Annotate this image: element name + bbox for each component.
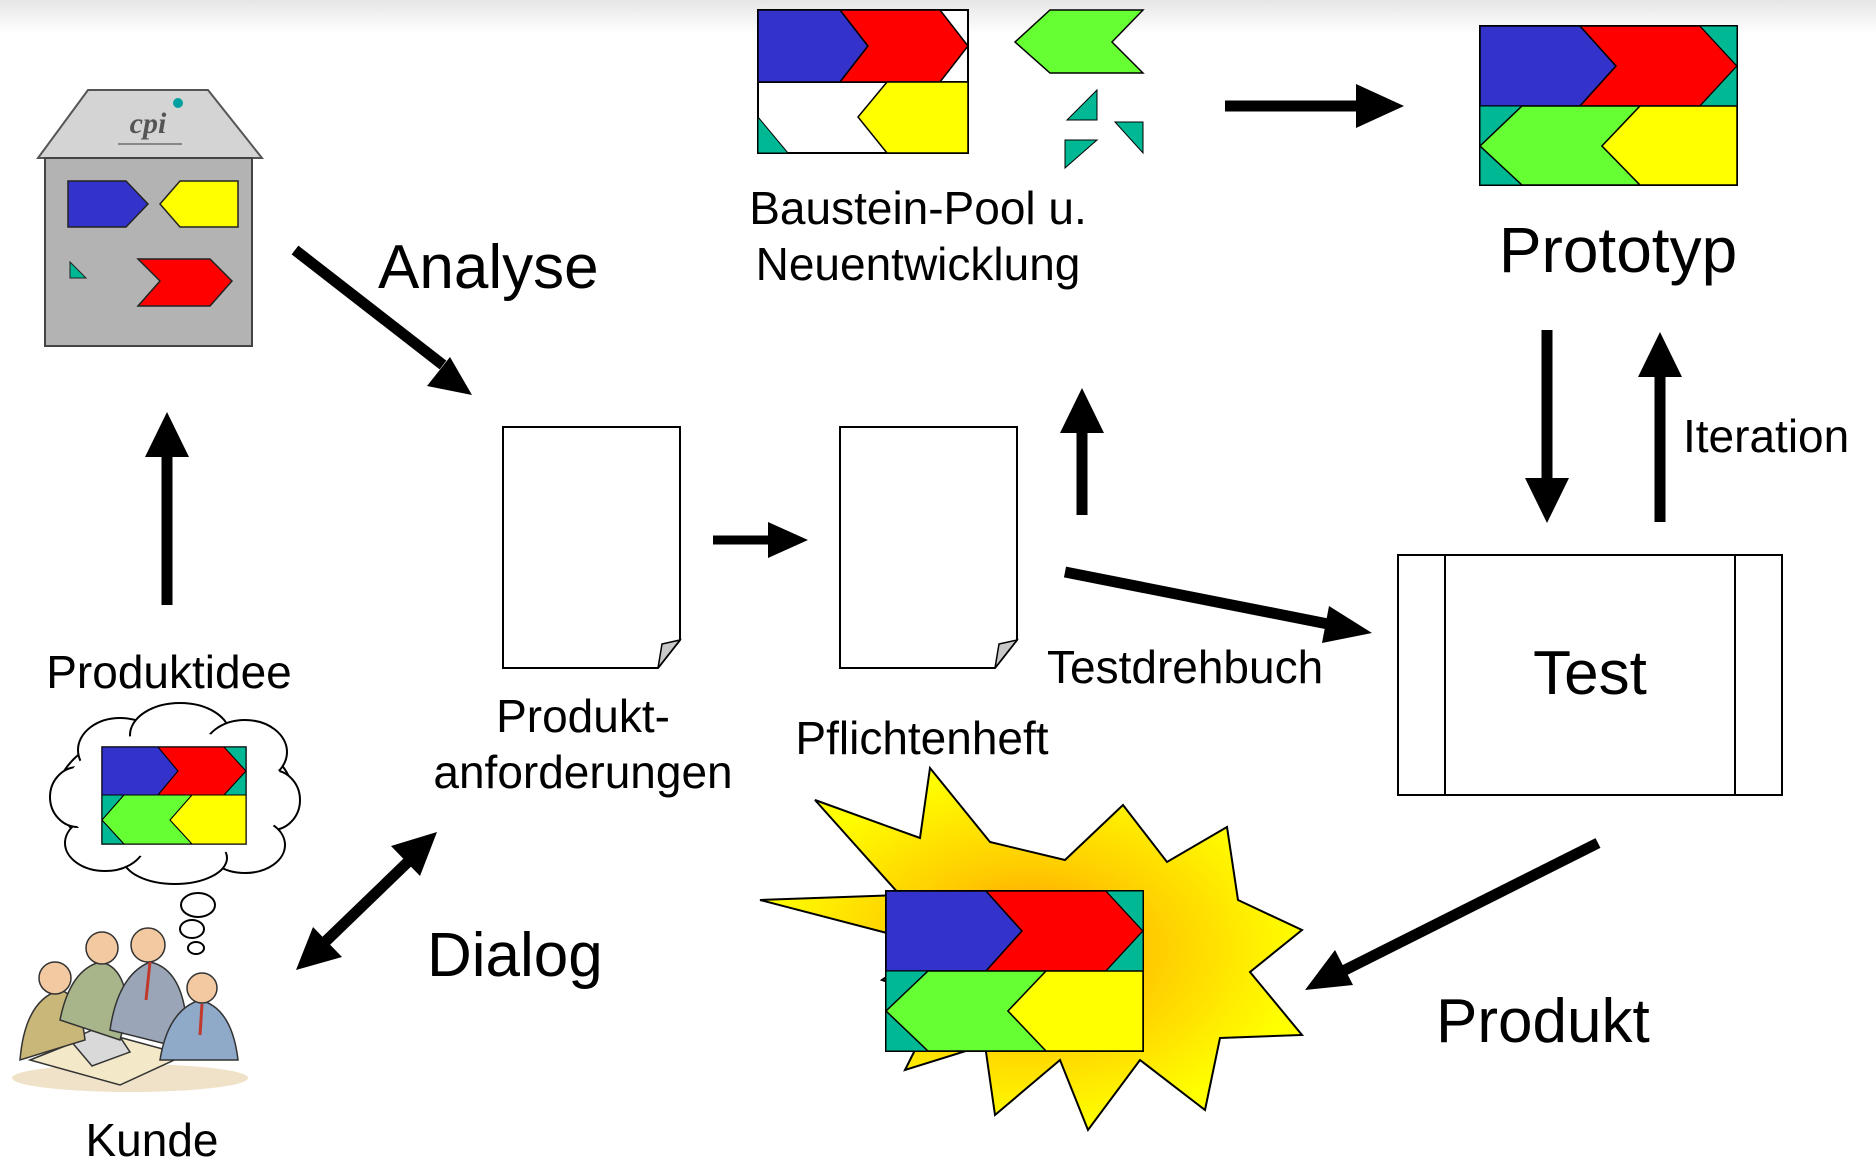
label-dialog: Dialog — [427, 921, 603, 990]
arrow-testdrehbuch — [1063, 566, 1372, 643]
logo-glyphs: cpi — [130, 107, 167, 140]
document-pflichtenheft — [839, 426, 1019, 669]
label-anf-line2: anforderungen — [433, 746, 733, 798]
arrow-test-to-produkt — [1305, 838, 1601, 990]
document-produktanforderungen — [502, 426, 682, 669]
pool-triangle-1 — [1065, 88, 1098, 121]
arrow-prototyp-to-test — [1525, 330, 1569, 523]
test-box — [1397, 554, 1783, 796]
arrows — [145, 84, 1682, 990]
label-analyse: Analyse — [378, 233, 599, 302]
label-pool-line1: Baustein-Pool u. — [749, 182, 1087, 234]
label-anf-line1: Produkt- — [496, 690, 670, 742]
logo-dot — [173, 98, 183, 108]
arrow-pool-to-prototyp — [1225, 84, 1404, 128]
customer-group-illustration — [12, 927, 248, 1092]
arrow-anf-to-pflicht — [713, 522, 808, 558]
house-block-red — [136, 258, 234, 307]
baustein-pool — [757, 9, 1145, 170]
cloud-product-image — [101, 746, 247, 845]
pool-block-teal — [757, 115, 790, 154]
house-block-blue — [67, 180, 150, 228]
label-prototyp: Prototyp — [1498, 214, 1738, 286]
house-block-yellow — [159, 180, 239, 228]
label-iteration: Iteration — [1683, 410, 1850, 462]
arrow-idee-to-house — [145, 412, 189, 605]
pool-triangle-3 — [1064, 139, 1099, 170]
pool-triangle-2 — [1113, 121, 1144, 155]
label-pool-line2: Neuentwicklung — [755, 238, 1081, 290]
label-produktidee: Produktidee — [46, 646, 292, 698]
company-house: cpi — [36, 89, 265, 347]
prototyp-image — [1478, 25, 1739, 186]
label-testdrehbuch: Testdrehbuch — [1047, 641, 1324, 693]
pool-block-yellow — [857, 81, 969, 154]
pool-block-green — [1013, 9, 1145, 74]
arrow-dialog — [296, 832, 437, 970]
house-block-teal — [69, 260, 88, 279]
label-test: Test — [1533, 639, 1647, 708]
arrow-iteration — [1638, 332, 1682, 522]
arrow-pflicht-to-pool — [1060, 388, 1104, 515]
label-produkt: Produkt — [1436, 987, 1650, 1056]
cpi-logo: cpi — [118, 98, 183, 145]
final-product-image — [884, 890, 1145, 1052]
arrow-analyse — [291, 245, 472, 395]
product-explosion — [759, 765, 1305, 1133]
label-kunde: Kunde — [85, 1114, 219, 1166]
thought-cloud — [49, 702, 301, 955]
label-pflichtenheft: Pflichtenheft — [795, 712, 1049, 764]
